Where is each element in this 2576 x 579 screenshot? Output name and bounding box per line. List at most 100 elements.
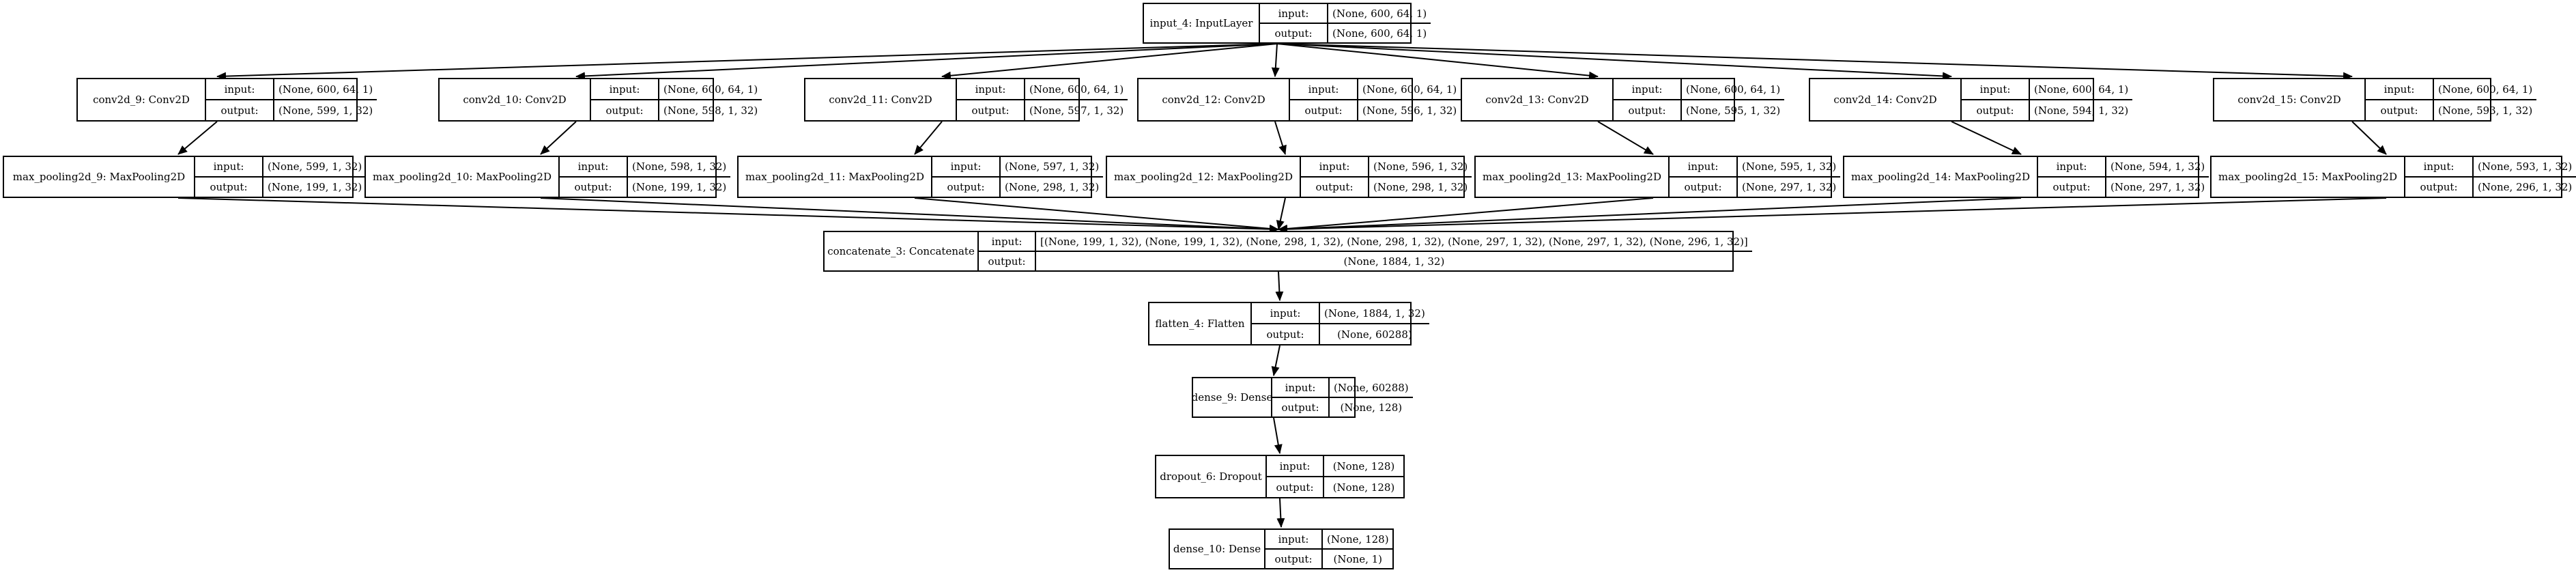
output-label: output:: [979, 252, 1036, 270]
input-label: input:: [1290, 79, 1358, 99]
input-label: input:: [1267, 456, 1324, 476]
layer-name: max_pooling2d_9: MaxPooling2D: [4, 157, 195, 197]
input-port-row: input:(None, 593, 1, 32): [2405, 157, 2576, 176]
output-label: output:: [195, 178, 263, 197]
input-shape: (None, 597, 1, 32): [1005, 160, 1100, 173]
input-label: input:: [2405, 157, 2474, 176]
output-label: output:: [1272, 398, 1330, 416]
input-port-row: input:(None, 128): [1267, 456, 1403, 476]
layer-name: conv2d_10: Conv2D: [440, 79, 591, 120]
input-label: input:: [2366, 79, 2434, 99]
input-label: input:: [1260, 4, 1328, 23]
layer-name: max_pooling2d_12: MaxPooling2D: [1107, 157, 1301, 197]
output-label: output:: [206, 100, 274, 120]
output-shape: (None, 128): [1340, 401, 1403, 414]
input-shape: (None, 596, 1, 32): [1373, 160, 1468, 173]
edge-conv2d-11-to-max-pooling2d-11: [914, 121, 943, 155]
output-shape: (None, 199, 1, 32): [268, 181, 362, 193]
layer-name: dropout_6: Dropout: [1156, 456, 1267, 497]
output-label: output:: [560, 178, 628, 197]
input-shape: (None, 595, 1, 32): [1742, 160, 1837, 173]
output-label: output:: [1301, 178, 1369, 197]
layer-name: conv2d_11: Conv2D: [805, 79, 957, 120]
input-port-row: input:(None, 600, 64, 1): [957, 79, 1128, 99]
input-label: input:: [591, 79, 659, 99]
input-label: input:: [1252, 303, 1320, 323]
layer-name: flatten_4: Flatten: [1149, 303, 1252, 344]
output-port-row: output: (None, 296, 1, 32): [2405, 176, 2576, 197]
input-port-row: input: (None, 600, 64, 1): [1260, 4, 1431, 23]
layer-name: conv2d_13: Conv2D: [1462, 79, 1614, 120]
input-shape: (None, 60288): [1334, 381, 1409, 394]
layer-name: conv2d_14: Conv2D: [1810, 79, 1962, 120]
output-port-row: output:(None, 128): [1267, 476, 1403, 497]
input-label: input:: [560, 157, 628, 176]
output-port-row: output: (None, 297, 1, 32): [2038, 176, 2209, 197]
input-label: input:: [195, 157, 263, 176]
output-label: output:: [1614, 100, 1682, 120]
input-shape: (None, 600, 64, 1): [2438, 83, 2533, 96]
input-label: input:: [1962, 79, 2030, 99]
output-port-row: output:(None, 593, 1, 32): [2366, 99, 2537, 120]
input-port-row: input: (None, 599, 1, 32): [195, 157, 366, 176]
layer-name: concatenate_3: Concatenate: [825, 232, 979, 270]
input-shape: (None, 600, 64, 1): [1332, 7, 1427, 20]
output-shape: (None, 60288): [1337, 328, 1412, 341]
input-shape: (None, 128): [1327, 533, 1389, 546]
output-port-row: output:(None, 594, 1, 32): [1962, 99, 2133, 120]
edge-input-4-to-conv2d-10: [575, 43, 1278, 81]
input-label: input:: [1301, 157, 1369, 176]
input-shape: (None, 600, 64, 1): [663, 83, 758, 96]
layer-name: conv2d_9: Conv2D: [78, 79, 206, 120]
input-shape: (None, 598, 1, 32): [632, 160, 727, 173]
output-shape: (None, 297, 1, 32): [2110, 181, 2205, 193]
output-port-row: output:(None, 597, 1, 32): [957, 99, 1128, 120]
input-shape: (None, 599, 1, 32): [268, 160, 362, 173]
output-port-row: output:(None, 596, 1, 32): [1290, 99, 1461, 120]
output-shape: (None, 296, 1, 32): [2478, 181, 2573, 193]
output-shape: (None, 297, 1, 32): [1742, 181, 1837, 193]
output-port-row: output:(None, 598, 1, 32): [591, 99, 762, 120]
input-shape: (None, 600, 64, 1): [1362, 83, 1457, 96]
input-label: input:: [932, 157, 1001, 176]
layer-name: max_pooling2d_14: MaxPooling2D: [1844, 157, 2038, 197]
output-port-row: output:(None, 1): [1265, 548, 1393, 568]
layer-name: max_pooling2d_10: MaxPooling2D: [366, 157, 560, 197]
output-label: output:: [2405, 178, 2474, 197]
input-label: input:: [1272, 378, 1330, 397]
edge-conv2d-15-to-max-pooling2d-15: [2351, 121, 2387, 155]
output-label: output:: [2038, 178, 2106, 197]
input-port-row: input: (None, 596, 1, 32): [1301, 157, 1472, 176]
edge-flatten-4-to-dense-9: [1271, 345, 1280, 376]
edge-dropout-6-to-dense-10: [1276, 498, 1285, 528]
layer-name: conv2d_15: Conv2D: [2214, 79, 2366, 120]
output-label: output:: [1670, 178, 1738, 197]
output-shape: (None, 298, 1, 32): [1005, 181, 1100, 193]
edge-input-4-to-conv2d-13: [1276, 43, 1599, 80]
edge-conv2d-12-to-max-pooling2d-12: [1274, 121, 1287, 155]
output-shape: (None, 595, 1, 32): [1686, 104, 1781, 117]
input-label: input:: [206, 79, 274, 99]
output-shape: (None, 1884, 1, 32): [1343, 255, 1445, 268]
output-label: output:: [591, 100, 659, 120]
input-label: input:: [1670, 157, 1738, 176]
output-label: output:: [2366, 100, 2434, 120]
output-port-row: output: (None, 60288): [1252, 323, 1429, 344]
input-port-row: input: (None, 600, 64, 1): [591, 79, 762, 99]
edge-input-4-to-conv2d-15: [1276, 43, 2353, 81]
edge-max-pooling2d-13-to-concatenate-3: [1278, 197, 1654, 233]
layer-name: dense_9: Dense: [1192, 378, 1272, 416]
input-shape: (None, 600, 64, 1): [2034, 83, 2129, 96]
output-label: output:: [1252, 324, 1320, 344]
edge-input-4-to-conv2d-12: [1271, 43, 1280, 77]
output-shape: (None, 597, 1, 32): [1029, 104, 1124, 117]
output-port-row: output:(None, 298, 1, 32): [1301, 176, 1472, 197]
